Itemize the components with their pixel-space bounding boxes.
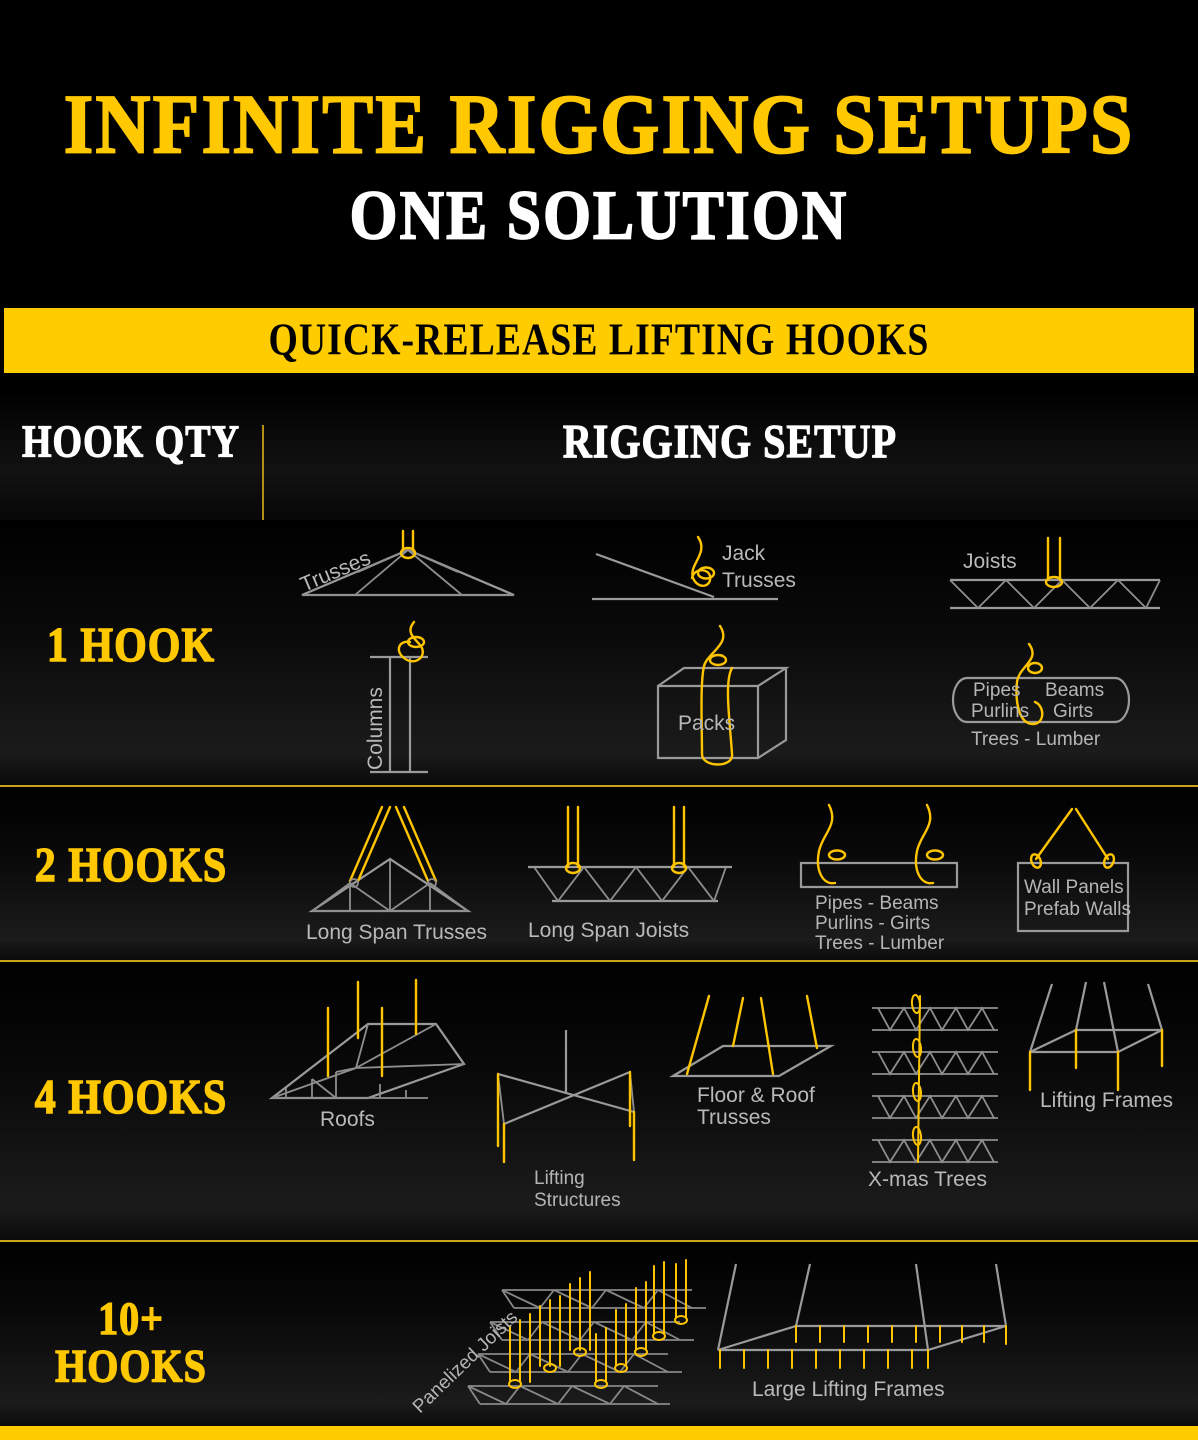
diagram-label-girts: Girts (1053, 701, 1093, 722)
row-label-10-hooks: 10+ HOOKS (0, 1291, 262, 1392)
diagram-label-xmas-trees: X-mas Trees (868, 1168, 987, 1191)
diagram-lifting-structures: Lifting Structures (496, 1030, 636, 1211)
diagram-xmas-trees: X-mas Trees (868, 994, 998, 1191)
row-separator-1 (0, 785, 1198, 787)
diagram-label-trees-lumber: Trees - Lumber (971, 729, 1101, 750)
diagram-packs: Packs (656, 624, 790, 766)
diagram-label-wall-panels: Wall Panels (1024, 877, 1124, 898)
diagram-roofs: Roofs (268, 978, 466, 1131)
diagram-label-roofs: Roofs (320, 1108, 375, 1131)
table-row-2-hooks: 2 HOOKS Long Span Trusses Long Span Jois… (0, 787, 1198, 960)
diagram-label-pipes: Pipes (973, 680, 1021, 701)
diagram-trusses: Trusses (297, 529, 515, 597)
diagram-label-purlins: Purlins (971, 701, 1029, 722)
diagram-label-packs: Packs (678, 712, 735, 735)
diagram-wall-panels: Wall Panels Prefab Walls (1016, 807, 1131, 933)
diagram-label-pipes-beams-2: Pipes - Beams (815, 893, 939, 914)
diagram-pipes-beams-2: Pipes - Beams Purlins - Girts Trees - Lu… (799, 803, 959, 954)
table-header: HOOK QTY RIGGING SETUP (0, 390, 1198, 520)
row-label-10-line2: HOOKS (55, 1339, 207, 1392)
diagram-long-span-trusses: Long Span Trusses (306, 805, 487, 944)
bottom-accent-bar (0, 1426, 1198, 1440)
diagram-large-lifting-frames: Large Lifting Frames (716, 1263, 1008, 1401)
diagram-label-beams: Beams (1045, 680, 1104, 701)
column-header-rigging-setup: RIGGING SETUP (562, 414, 898, 469)
diagram-label-panelized-joists: Panelized Joists (409, 1307, 522, 1417)
diagram-label-jack: Jack (722, 542, 766, 565)
product-banner: QUICK-RELEASE LIFTING HOOKS (4, 308, 1194, 373)
diagram-label-lifting: Lifting (534, 1168, 585, 1189)
diagram-label-purlins-girts-2: Purlins - Girts (815, 913, 930, 934)
table-row-10-hooks: 10+ HOOKS (0, 1242, 1198, 1426)
diagram-label-joists: Joists (963, 550, 1017, 573)
row-label-4-hooks: 4 HOOKS (34, 1071, 228, 1125)
diagram-label-lifting-frames: Lifting Frames (1040, 1089, 1173, 1112)
column-header-hook-qty: HOOK QTY (21, 416, 241, 468)
diagram-label-floor-roof: Floor & Roof (697, 1084, 815, 1107)
hero-title-line2: ONE SOLUTION (349, 175, 849, 255)
table-row-1-hook: 1 HOOK Trusses Jack Trusses Joists (0, 520, 1198, 785)
diagram-columns: Columns (364, 620, 428, 774)
diagram-label-columns: Columns (364, 687, 387, 770)
diagram-label-long-span-joists: Long Span Joists (528, 919, 689, 942)
diagram-pipes-beams: Pipes Beams Purlins Girts Trees - Lumber (951, 642, 1131, 750)
row-label-2-hooks: 2 HOOKS (34, 839, 228, 893)
diagram-label-long-span-trusses: Long Span Trusses (306, 921, 487, 944)
diagram-label-large-lifting-frames: Large Lifting Frames (752, 1378, 945, 1401)
diagram-label-structures: Structures (534, 1190, 621, 1211)
diagram-label-prefab-walls: Prefab Walls (1024, 899, 1131, 920)
table-row-4-hooks: 4 HOOKS Roofs Lifting Structures Floor &… (0, 962, 1198, 1240)
diagram-long-span-joists: Long Span Joists (528, 805, 732, 942)
row-label-1-hook: 1 HOOK (46, 619, 216, 673)
diagram-floor-roof-trusses: Floor & Roof Trusses (669, 994, 836, 1129)
hero-title-line1: INFINITE RIGGING SETUPS (63, 76, 1135, 172)
diagram-panelized-joists: Panelized Joists (409, 1259, 706, 1418)
diagram-label-trees-lumber-2: Trees - Lumber (815, 933, 945, 954)
diagram-label-jack-trusses: Trusses (722, 569, 796, 592)
diagram-lifting-frames: Lifting Frames (1028, 981, 1173, 1112)
hero-header: INFINITE RIGGING SETUPS ONE SOLUTION (0, 0, 1198, 300)
diagram-label-fr-trusses: Trusses (697, 1106, 771, 1129)
row-separator-3 (0, 1240, 1198, 1242)
product-banner-text: QUICK-RELEASE LIFTING HOOKS (268, 315, 930, 366)
row-label-10-line1: 10+ (97, 1291, 164, 1345)
row-separator-2 (0, 960, 1198, 962)
diagram-joists: Joists (949, 536, 1161, 610)
diagram-jack-trusses: Jack Trusses (592, 535, 796, 601)
